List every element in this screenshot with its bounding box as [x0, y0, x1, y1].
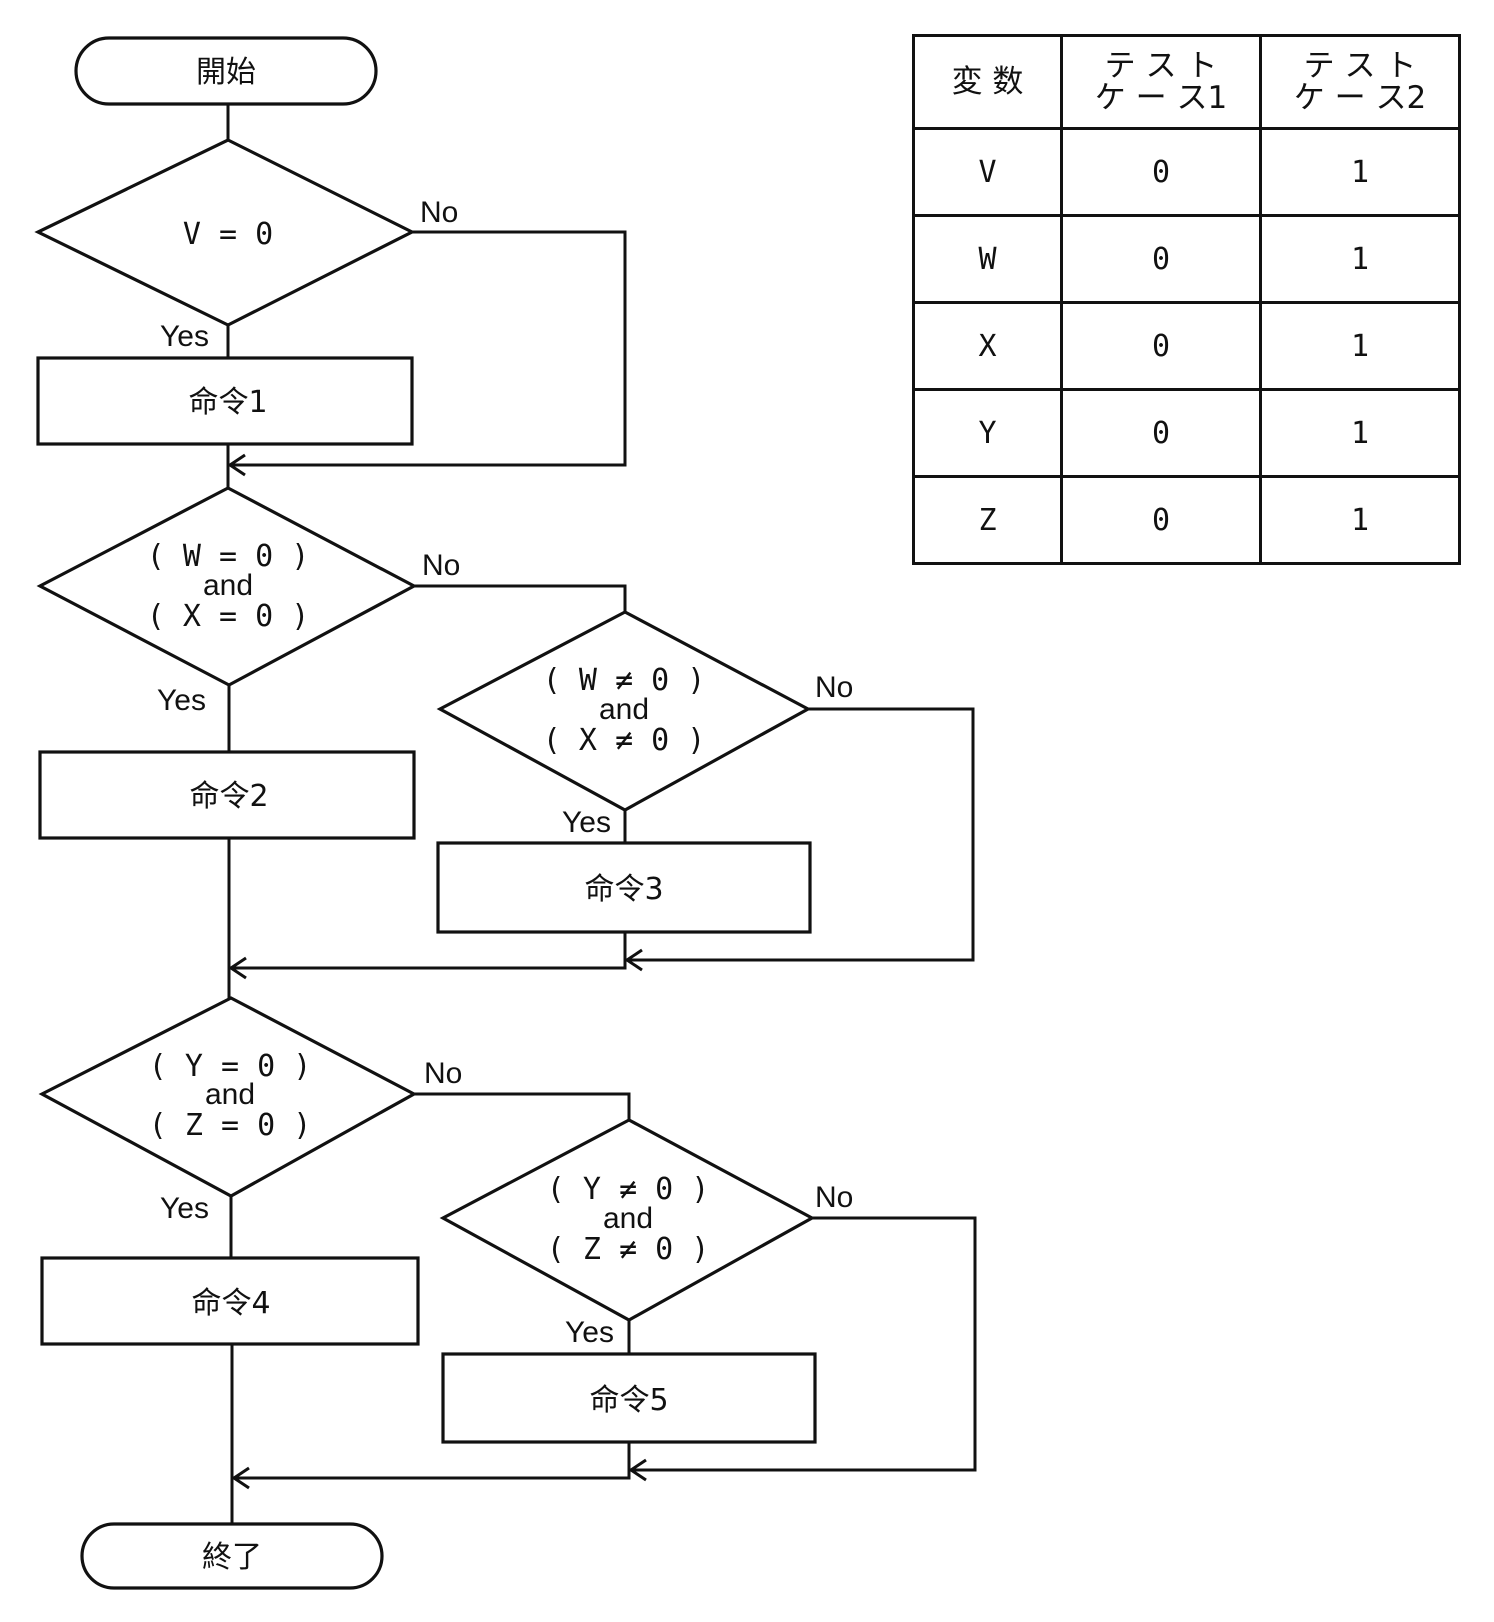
- variable-cell: V: [912, 127, 1063, 217]
- decision-wx-not-equal: ( W ≠ 0 ) and ( X ≠ 0 ) No Yes: [436, 610, 853, 839]
- decision-yz-equal: ( Y = 0 ) and ( Z = 0 ) No Yes: [38, 996, 462, 1225]
- decision-v: V = 0 No Yes: [34, 138, 458, 353]
- yes-label: Yes: [157, 684, 206, 717]
- process-4: 命令4: [40, 1256, 420, 1346]
- header-variable: 変 数: [912, 34, 1063, 130]
- process-1: 命令1: [36, 356, 414, 446]
- no-label: No: [815, 671, 853, 704]
- connector: [229, 932, 627, 970]
- header-text: ケ ー ス1: [1094, 80, 1228, 116]
- variable-cell: Y: [912, 388, 1063, 478]
- case2-cell: 1: [1259, 388, 1461, 478]
- decision-condition: ( X = 0 ): [147, 599, 310, 634]
- connector: [625, 707, 975, 962]
- arrow-head-icon: [624, 948, 643, 972]
- connectors: [226, 104, 977, 1524]
- decision-condition: ( W = 0 ): [147, 539, 310, 574]
- header-text: テ ス ト: [1303, 48, 1417, 84]
- arrow-head-icon: [231, 1466, 250, 1490]
- no-label: No: [422, 549, 460, 582]
- and-label: and: [205, 1078, 255, 1111]
- case2-cell: 1: [1259, 301, 1461, 391]
- case1-cell: 0: [1060, 214, 1262, 304]
- variable-cell: W: [912, 214, 1063, 304]
- decision-condition: ( W ≠ 0 ): [543, 663, 706, 698]
- connector: [228, 230, 627, 467]
- connector: [414, 1092, 631, 1120]
- connector: [414, 584, 627, 612]
- arrow-head-icon: [227, 453, 246, 477]
- case2-cell: 1: [1259, 214, 1461, 304]
- and-label: and: [599, 693, 649, 726]
- arrow-head-icon: [228, 956, 247, 980]
- process-label: 命令3: [584, 872, 663, 907]
- connector: [629, 1216, 977, 1472]
- yes-label: Yes: [562, 806, 611, 839]
- decision-condition: ( Y = 0 ): [149, 1049, 312, 1084]
- process-label: 命令4: [191, 1286, 270, 1321]
- header-text: 変 数: [951, 64, 1024, 100]
- and-label: and: [603, 1202, 653, 1235]
- table-row: V 0 1: [912, 127, 1461, 217]
- header-text: テ ス ト: [1104, 48, 1218, 84]
- table-row: X 0 1: [912, 301, 1461, 391]
- decision-condition: ( Z ≠ 0 ): [547, 1232, 710, 1267]
- yes-label: Yes: [565, 1316, 614, 1349]
- table-row: Y 0 1: [912, 388, 1461, 478]
- arrow-head-icon: [628, 1458, 647, 1482]
- case2-cell: 1: [1259, 127, 1461, 217]
- and-label: and: [203, 569, 253, 602]
- no-label: No: [815, 1181, 853, 1214]
- decision-condition: ( Z = 0 ): [149, 1108, 312, 1143]
- case1-cell: 0: [1060, 127, 1262, 217]
- end-label: 終了: [202, 1540, 262, 1575]
- decision-wx-equal: ( W = 0 ) and ( X = 0 ) No Yes: [36, 486, 460, 717]
- table-row: W 0 1: [912, 214, 1461, 304]
- end-terminal: 終了: [80, 1522, 384, 1590]
- process-5: 命令5: [441, 1352, 817, 1444]
- header-test-case-1: テ ス ト ケ ー ス1: [1060, 34, 1262, 130]
- variable-cell: Z: [912, 475, 1063, 565]
- test-case-table: 変 数 テ ス ト ケ ー ス1 テ ス ト ケ ー ス2 V 0 1 W 0 …: [912, 34, 1461, 565]
- header-text: ケ ー ス2: [1293, 80, 1427, 116]
- process-3: 命令3: [436, 841, 812, 934]
- header-test-case-2: テ ス ト ケ ー ス2: [1259, 34, 1461, 130]
- decision-condition: ( Y ≠ 0 ): [547, 1172, 710, 1207]
- case1-cell: 0: [1060, 475, 1262, 565]
- decision-condition: ( X ≠ 0 ): [543, 723, 706, 758]
- case1-cell: 0: [1060, 388, 1262, 478]
- decision-yz-not-equal: ( Y ≠ 0 ) and ( Z ≠ 0 ) No Yes: [439, 1118, 853, 1349]
- process-label: 命令1: [188, 385, 267, 420]
- table-header-row: 変 数 テ ス ト ケ ー ス1 テ ス ト ケ ー ス2: [912, 34, 1461, 130]
- decision-condition: V = 0: [183, 217, 273, 252]
- process-label: 命令5: [589, 1383, 668, 1418]
- connector: [233, 1442, 631, 1480]
- process-2: 命令2: [38, 750, 416, 840]
- process-label: 命令2: [189, 779, 268, 814]
- yes-label: Yes: [160, 1192, 209, 1225]
- start-label: 開始: [196, 55, 256, 90]
- start-terminal: 開始: [74, 36, 378, 106]
- case1-cell: 0: [1060, 301, 1262, 391]
- case2-cell: 1: [1259, 475, 1461, 565]
- variable-cell: X: [912, 301, 1063, 391]
- yes-label: Yes: [160, 320, 209, 353]
- table-row: Z 0 1: [912, 475, 1461, 565]
- no-label: No: [420, 196, 458, 229]
- no-label: No: [424, 1057, 462, 1090]
